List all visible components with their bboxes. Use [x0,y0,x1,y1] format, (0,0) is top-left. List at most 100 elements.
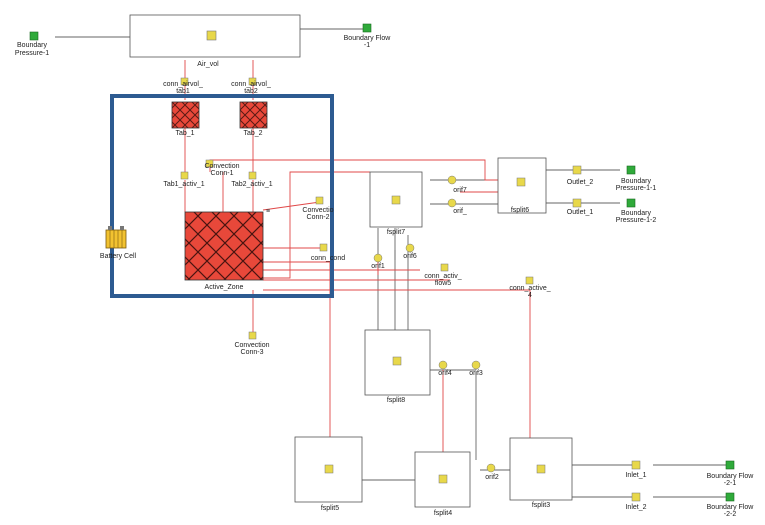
boundary-pressure-1-label-line1: Boundary [17,42,47,49]
conn-active-4[interactable]: conn_active_ 4 [509,276,551,299]
connector-icon [315,196,324,205]
conn-airvol-tab1-label-line2: tab1 [176,88,190,95]
connector-icon [180,77,189,86]
orif4-label: orif4 [438,370,452,377]
outlet-2[interactable]: Outlet_2 [567,165,594,186]
outlet-1[interactable]: Outlet_1 [567,198,594,216]
boundary-flow-2-1[interactable]: Boundary Flow -2-1 [707,460,755,487]
fsplit7-label: fsplit7 [387,229,405,236]
connector-icon [180,171,189,180]
fsplit3-icon [536,464,546,474]
fsplit4-block[interactable]: fsplit4 [414,451,471,517]
active-zone-label: Active_Zone [205,284,244,291]
boundary-flow-2-2-label-line1: Boundary Flow [707,504,755,511]
fsplit5-label: fsplit5 [321,505,339,512]
fsplit5-icon [324,464,334,474]
tab2-activ-label: Tab2_activ_1 [231,181,272,188]
inlet-2[interactable]: Inlet_2 [625,492,647,511]
boundary-pressure-1-1-label-line1: Boundary [621,178,651,185]
conn-activ-flow5[interactable]: conn_activ_ flow5 [424,263,462,287]
battery-cell-label: Battery Cell [100,253,137,260]
boundary-flow-2-2[interactable]: Boundary Flow -2-2 [707,492,755,518]
conn-cond[interactable]: conn_cond [311,243,345,262]
fsplit4-label: fsplit4 [434,510,452,517]
fsplit3-block[interactable]: fsplit3 [509,437,573,509]
orif4[interactable]: orif4 [438,360,452,377]
battery-cell[interactable]: Battery Cell [100,226,137,260]
convection-conn-2[interactable]: Convectio Conn-2 [302,196,334,221]
fsplit4-icon [438,474,448,484]
conn-airvol-tab2-label-line2: tab2 [244,88,258,95]
convection-conn-1[interactable]: Convection Conn-1 [204,159,240,177]
orif-unknown[interactable]: orif_ [447,198,467,215]
boundary-pressure-1[interactable]: Boundary Pressure-1 [15,31,49,57]
conn-cond-label: conn_cond [311,255,345,262]
boundary-icon [725,492,735,502]
convection-conn-3[interactable]: Convection Conn-3 [234,331,270,356]
conn-active-4-label-line1: conn_active_ [509,285,550,292]
boundary-flow-2-1-label-line2: -2-1 [724,480,737,487]
orif2[interactable]: orif2 [485,463,499,481]
fsplit3-label: fsplit3 [532,502,550,509]
conn-airvol-tab1[interactable]: conn_airvol_ tab1 [163,77,203,95]
orif1-label: orif1 [371,263,385,270]
boundary-flow-2-1-label-line1: Boundary Flow [707,473,755,480]
tab-2-label: Tab_2 [243,130,262,137]
boundary-pressure-1-icon [29,31,39,41]
active-zone-port-marker: ≡ [266,208,270,215]
fsplit7-icon [391,195,401,205]
fsplit8-block[interactable]: fsplit8 [364,329,431,404]
active-zone-block[interactable]: Active_Zone [184,211,264,291]
inlet-1[interactable]: Inlet_1 [625,460,647,479]
outlet-2-label: Outlet_2 [567,179,594,186]
fsplit8-label: fsplit8 [387,397,405,404]
conn-airvol-tab2-label-line1: conn_airvol_ [231,81,271,88]
air-vol-block[interactable]: Air_vol [129,14,301,68]
air-vol-label: Air_vol [197,61,219,68]
convection-conn-3-label-line1: Convection [234,342,269,349]
orif3-label: orif3 [469,370,483,377]
orif2-label: orif2 [485,474,499,481]
boundary-flow-2-2-label-line2: -2-2 [724,511,737,518]
fsplit6-block[interactable]: fsplit6 [497,157,547,214]
boundary-pressure-1-label-line2: Pressure-1 [15,50,49,57]
tab-2-block[interactable]: Tab_2 [239,101,268,137]
boundary-icon [725,460,735,470]
fsplit7-block[interactable]: fsplit7 [369,171,423,236]
boundary-pressure-1-1[interactable]: Boundary Pressure-1-1 [616,165,657,192]
tab-1-block[interactable]: Tab_1 [171,101,200,137]
orif6[interactable]: orif6 [403,243,417,260]
orifice-icon [447,198,457,208]
connection-lines [55,28,728,498]
boundary-pressure-1-1-label-line2: Pressure-1-1 [616,185,657,192]
connector-icon [248,171,257,180]
connector-icon [631,460,641,470]
convection-conn-3-label-line2: Conn-3 [241,349,264,356]
conn-activ-flow5-label-line2: flow5 [435,280,451,287]
orif7[interactable]: orif7 [447,175,467,194]
boundary-flow-1[interactable]: Boundary Flow -1 [344,23,392,49]
inlet-1-label: Inlet_1 [625,472,646,479]
orifice-icon [405,243,415,253]
tab2-activ-connector[interactable]: Tab2_activ_1 [231,171,273,188]
orifice-icon [447,175,457,185]
conn-airvol-tab1-label-line1: conn_airvol_ [163,81,203,88]
orifice-icon [486,463,496,473]
orif3[interactable]: orif3 [469,360,483,377]
air-vol-icon [206,30,217,41]
boundary-pressure-1-2[interactable]: Boundary Pressure-1-2 [616,198,657,224]
fsplit6-icon [516,177,526,187]
connector-icon [525,276,534,285]
connector-icon [572,198,582,208]
convection-conn-1-label-line2: Conn-1 [211,170,234,177]
tab1-activ-connector[interactable]: Tab1_activ_1 [163,171,205,188]
convection-conn-2-label-line1: Convectio [302,207,333,214]
fsplit5-block[interactable]: fsplit5 [294,436,363,512]
inlet-2-label: Inlet_2 [625,504,646,511]
boundary-flow-1-label-line2: -1 [364,42,370,49]
conn-airvol-tab2[interactable]: conn_airvol_ tab2 [231,77,271,95]
connector-icon [631,492,641,502]
orif6-label: orif6 [403,253,417,260]
orif1[interactable]: orif1 [371,253,385,270]
